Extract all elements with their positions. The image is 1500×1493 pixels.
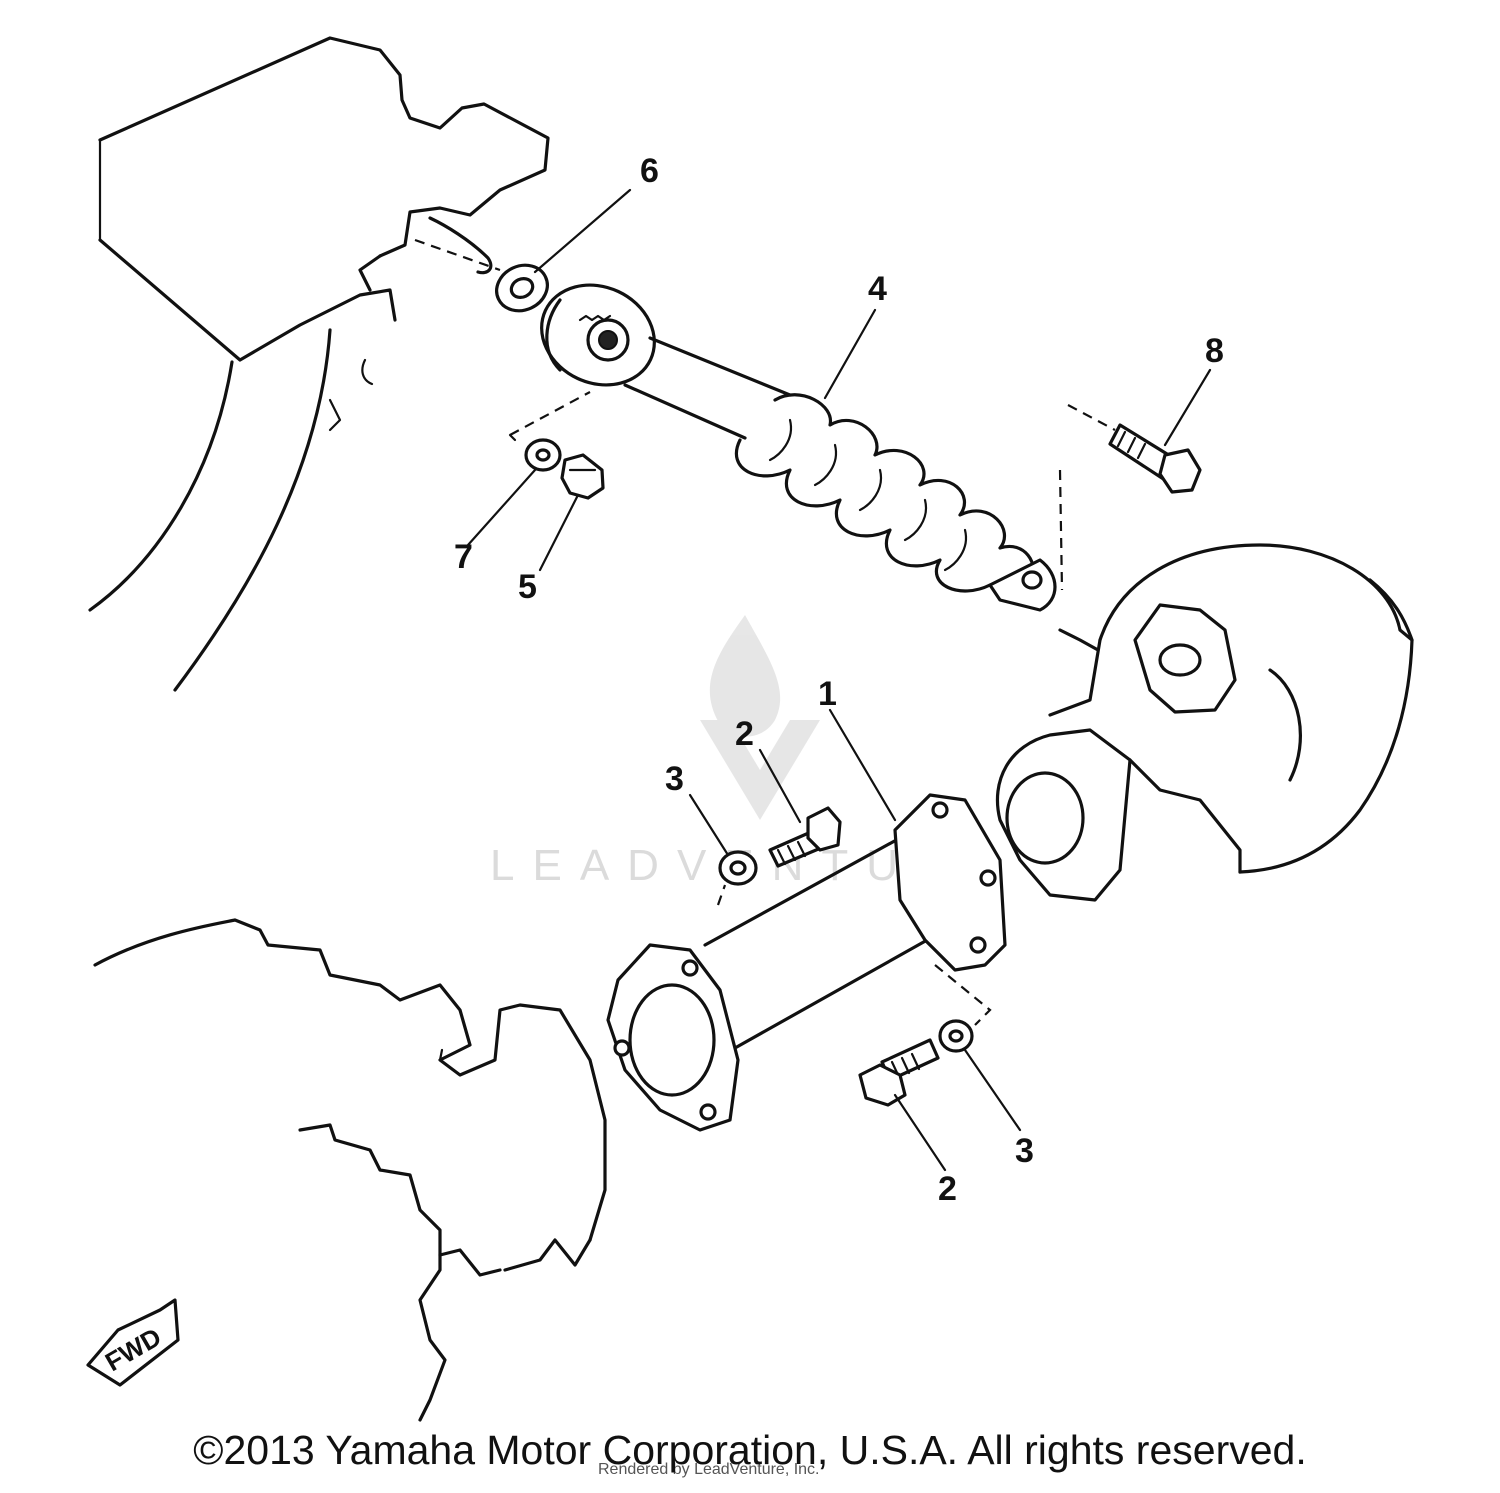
callout-1: 1 <box>818 675 837 713</box>
callout-2-lower: 2 <box>938 1170 957 1208</box>
rear-gear-case <box>995 543 1414 902</box>
washer-6 <box>495 263 549 313</box>
callout-3-lower: 3 <box>1015 1132 1034 1170</box>
shock-absorber-4 <box>540 283 1064 612</box>
washer-7 <box>524 438 562 472</box>
callout-8: 8 <box>1205 332 1224 370</box>
callout-2-upper: 2 <box>735 715 754 753</box>
callout-4: 4 <box>868 270 887 308</box>
callout-3-upper: 3 <box>665 760 684 798</box>
bolt-8 <box>1067 404 1202 494</box>
drive-shaft-tube-1 <box>606 793 1007 1132</box>
fwd-arrow: FWD <box>86 1298 180 1387</box>
washer-3-lower <box>938 1019 974 1053</box>
leader-lines <box>466 188 1212 1172</box>
bolt-2-upper <box>768 806 842 868</box>
frame-body-outline <box>88 36 550 692</box>
nut-5 <box>560 453 605 500</box>
engine-outline <box>93 918 607 1422</box>
callout-5: 5 <box>518 568 537 606</box>
rendered-by-note: Rendered by LeadVenture, Inc. <box>598 1461 820 1478</box>
bolt-2-lower <box>858 1038 940 1107</box>
washer-3-upper <box>718 850 758 886</box>
callout-6: 6 <box>640 152 659 190</box>
callout-labels: 6 4 8 7 5 1 2 3 3 2 <box>454 152 1224 1208</box>
callout-7: 7 <box>454 538 473 576</box>
copyright-notice: ©2013 Yamaha Motor Corporation, U.S.A. A… <box>193 1427 1307 1473</box>
